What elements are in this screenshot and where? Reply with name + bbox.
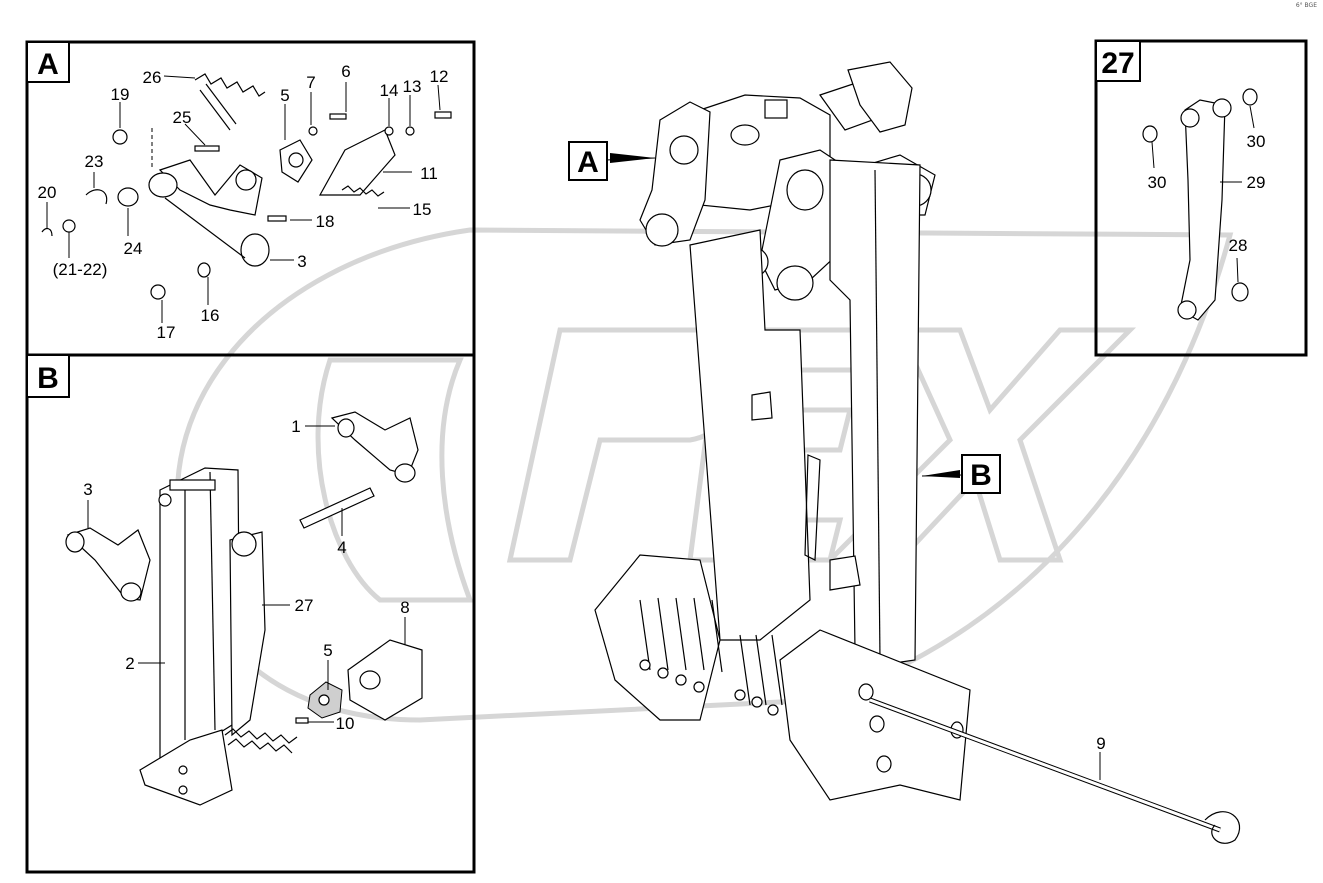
column-2 (159, 467, 241, 761)
bolt-18 (267, 215, 287, 222)
springs (224, 728, 298, 744)
circlip-23 (85, 189, 108, 205)
pin-30b (1142, 125, 1158, 143)
label-20: 20 (38, 183, 57, 202)
left-link (639, 101, 711, 246)
label-15: 15 (413, 200, 432, 219)
shaft-4 (299, 487, 375, 529)
label-19: 19 (111, 85, 130, 104)
nut-17 (150, 284, 166, 300)
base-right (779, 629, 971, 801)
lever-29 (1179, 99, 1226, 321)
label-6: 6 (341, 62, 350, 81)
bracket-11 (318, 129, 396, 196)
label-13: 13 (403, 77, 422, 96)
clip-20 (41, 227, 53, 237)
lever-arm (158, 159, 263, 216)
label-26: 26 (143, 68, 162, 87)
spring-15 (341, 185, 385, 197)
label-7: 7 (306, 73, 315, 92)
plate-3 (66, 527, 151, 601)
lever-bank (639, 597, 783, 716)
nut-19 (112, 129, 128, 145)
label-11: 11 (420, 164, 438, 183)
pin-28 (1231, 282, 1249, 302)
main-column (689, 229, 811, 641)
frame-b-tag: B (37, 362, 59, 395)
callout-a: A (577, 146, 599, 179)
bolt-10 (295, 717, 309, 724)
frame-27-tag: 27 (1101, 47, 1134, 80)
main-assembly: A B 9 (568, 61, 1241, 844)
label-4: 4 (337, 538, 346, 557)
washer-24 (117, 187, 139, 207)
label-25: 25 (173, 108, 192, 127)
label-30b: 30 (1148, 173, 1167, 192)
label-29: 29 (1247, 173, 1266, 192)
label-2: 2 (125, 654, 134, 673)
callout-b: B (970, 459, 992, 492)
label-5b: 5 (323, 641, 332, 660)
label-8: 8 (400, 598, 409, 617)
frame-b: B (25, 353, 476, 874)
label-30a: 30 (1247, 132, 1266, 151)
label-27: 27 (295, 596, 314, 615)
bracket-8 (347, 639, 423, 721)
pin-25 (194, 145, 220, 152)
bushing-3 (240, 233, 270, 267)
frame-a: A (25, 40, 476, 357)
frame-a-tag: A (37, 48, 59, 81)
label-3b: 3 (83, 480, 92, 499)
label-12: 12 (430, 67, 449, 86)
rod-9-hook (1204, 811, 1241, 844)
lever-27 (229, 531, 266, 737)
callout-b-box (961, 454, 1001, 494)
label-23: 23 (85, 152, 104, 171)
label-10: 10 (336, 714, 355, 733)
label-9: 9 (1096, 734, 1105, 753)
label-28: 28 (1229, 236, 1248, 255)
label-24: 24 (124, 239, 143, 258)
pin-30a (1242, 88, 1258, 106)
label-16: 16 (201, 306, 220, 325)
label-5: 5 (280, 86, 289, 105)
label-21-22: (21-22) (53, 260, 108, 279)
spring-26 (194, 73, 266, 131)
label-14: 14 (380, 81, 399, 100)
frame-27: 27 30 30 29 28 (1094, 39, 1308, 357)
callout-a-box (568, 141, 608, 181)
label-3a: 3 (297, 252, 306, 271)
label-18: 18 (316, 212, 335, 231)
label-1: 1 (291, 417, 300, 436)
label-17: 17 (157, 323, 176, 342)
base-left (594, 554, 721, 721)
washer-16 (197, 262, 211, 278)
corner-note: 6° BGE (1295, 2, 1317, 9)
